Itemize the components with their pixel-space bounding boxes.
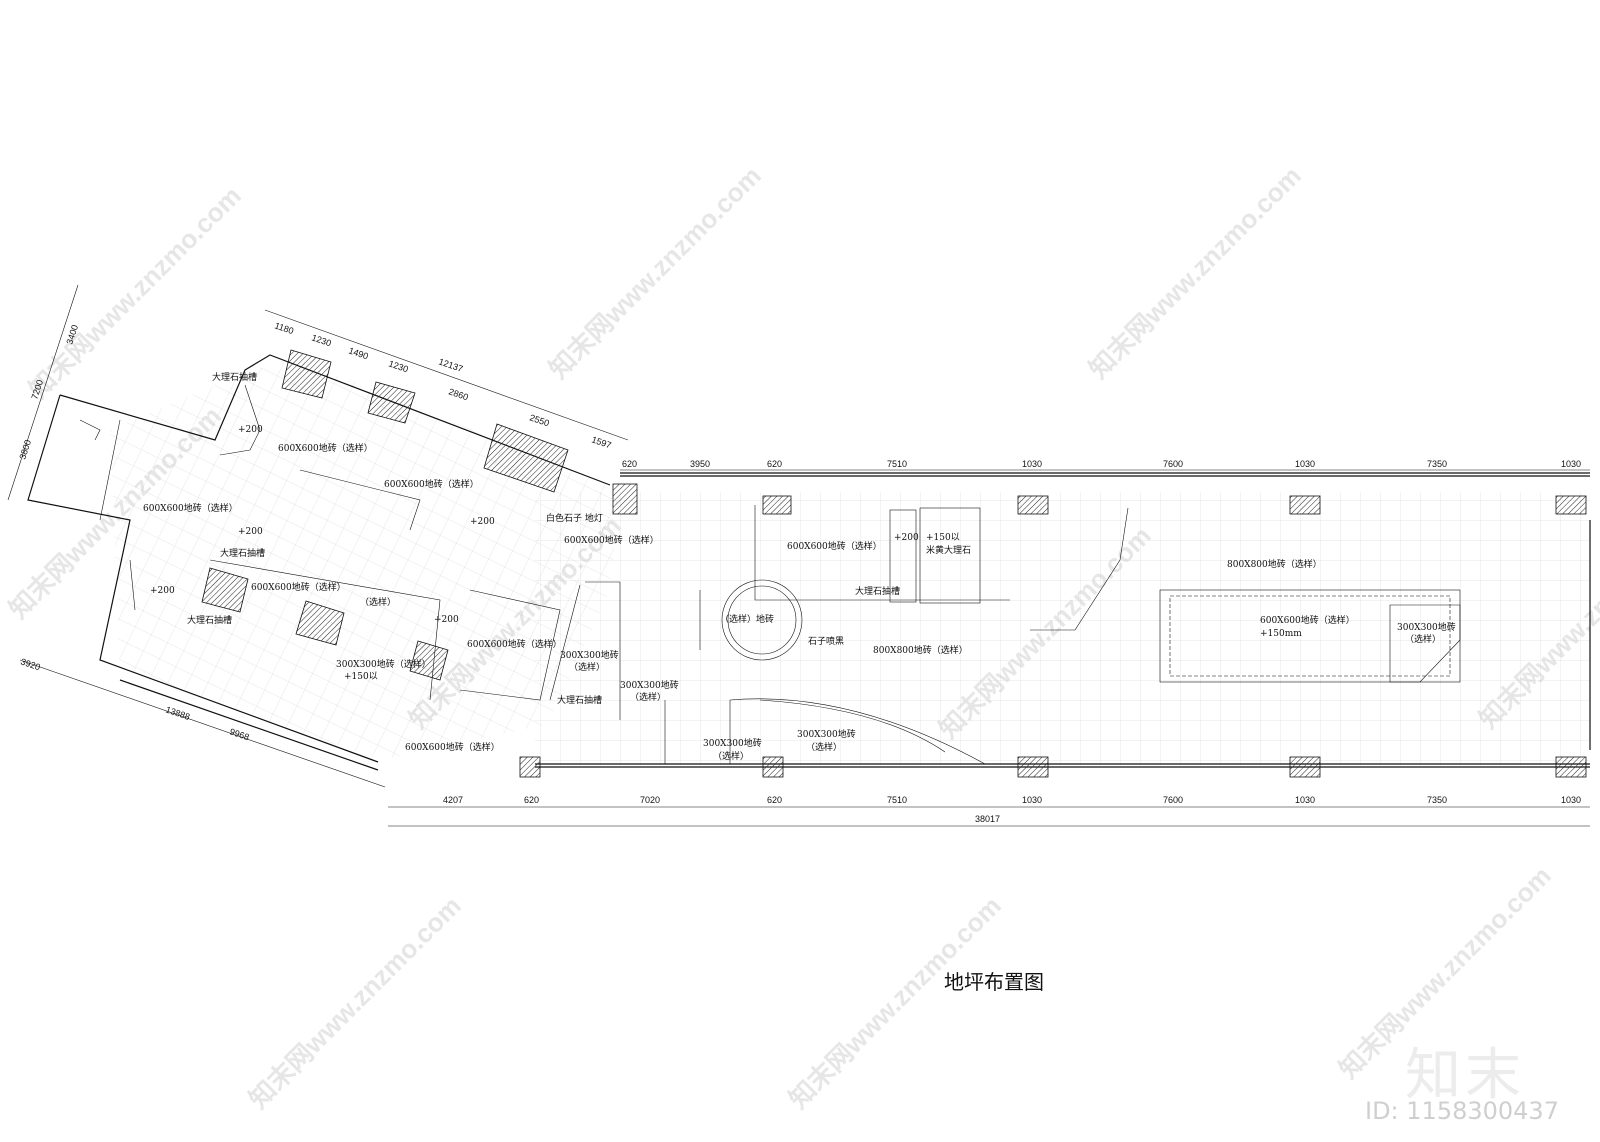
dim-diag-6: 2550	[528, 412, 550, 428]
dim-diag-7: 1597	[590, 434, 612, 450]
svg-text:知末网www.znzmo.com: 知末网www.znzmo.com	[1083, 160, 1307, 384]
label-plus200-a: +200	[238, 425, 263, 435]
dim-bottom-6: 7600	[1163, 795, 1183, 805]
label-tile600-a: 600X600地砖（选样）	[278, 442, 373, 454]
label-plus200-c: +200	[238, 527, 263, 537]
dim-bottom-2: 7020	[640, 795, 660, 805]
dim-top-6: 1030	[1295, 459, 1315, 469]
label-tile300-c: 300X300地砖	[620, 679, 679, 691]
label-tile600-g: 600X600地砖（选样）	[405, 741, 500, 753]
label-marble-5: 大理石抽槽	[855, 585, 900, 597]
label-plus200-b: +200	[470, 517, 495, 527]
dim-bottom-1: 620	[524, 795, 539, 805]
dim-top-5: 7600	[1163, 459, 1183, 469]
dimension-lines	[7, 284, 1590, 827]
dim-top-0: 620	[622, 459, 637, 469]
label-tile300-a: 300X300地砖（选样）	[336, 658, 431, 670]
label-tile600-h: 600X600地砖（选样）	[787, 540, 882, 552]
svg-text:知末网www.znzmo.com: 知末网www.znzmo.com	[543, 160, 767, 384]
label-tile600-c: 600X600地砖（选样）	[143, 502, 238, 514]
wing-columns	[201, 349, 569, 681]
dim-top-8: 1030	[1561, 459, 1581, 469]
watermark-logo: 知末	[1405, 1043, 1525, 1108]
label-tile300-e: 300X300地砖	[703, 737, 762, 749]
label-plus150-b: +150以	[926, 533, 960, 543]
label-tile300-b: 300X300地砖	[560, 649, 619, 661]
dim-diag-bottom-1: 13888	[164, 704, 191, 722]
label-sel3: （选样）	[630, 691, 666, 703]
label-marble-3: 大理石抽槽	[187, 614, 232, 626]
dim-diag-1: 1230	[310, 332, 332, 348]
dim-total: 38017	[975, 814, 1000, 824]
label-tile600-b: 600X600地砖（选样）	[384, 478, 479, 490]
label-stone-light: 白色石子 地灯	[546, 512, 603, 524]
label-plus200-e: +200	[434, 615, 459, 625]
dim-diag-bottom-0: 3920	[19, 656, 41, 672]
dim-diag-0: 1180	[273, 320, 295, 336]
dim-bottom-9: 1030	[1561, 795, 1581, 805]
label-marble-4: 大理石抽槽	[557, 694, 602, 706]
dim-top-2: 620	[767, 459, 782, 469]
dim-bottom-0: 4207	[443, 795, 463, 805]
label-sel: （选样）	[360, 596, 396, 608]
label-plus150mm: +150mm	[1260, 629, 1302, 639]
label-sel2: （选样）	[569, 661, 605, 673]
label-stone-spray: 石子喷黑	[808, 636, 844, 647]
dim-bottom-4: 7510	[887, 795, 907, 805]
svg-text:知末网www.znzmo.com: 知末网www.znzmo.com	[243, 890, 467, 1114]
dim-diag-bottom-2: 9968	[228, 726, 250, 742]
svg-text:知末网www.znzmo.com: 知末网www.znzmo.com	[783, 890, 1007, 1114]
label-tile300-f: 300X300地砖	[797, 728, 856, 740]
dim-diag-4: 12137	[437, 356, 464, 374]
label-tile800-a: 800X800地砖（选样）	[1227, 558, 1322, 570]
dim-diag-5: 2860	[447, 386, 469, 402]
label-beige: 米黄大理石	[926, 544, 971, 556]
watermark-id: ID: 1158300437	[1365, 1097, 1559, 1125]
label-round: （选样）地砖	[720, 613, 774, 625]
label-tile600-d: 600X600地砖（选样）	[564, 534, 659, 546]
dim-top-7: 7350	[1427, 459, 1447, 469]
label-plus150-a: +150以	[344, 672, 378, 682]
dim-bottom-3: 620	[767, 795, 782, 805]
dim-top-4: 1030	[1022, 459, 1042, 469]
drawing-title: 地坪布置图	[944, 970, 1044, 994]
dim-left-2: 3800	[17, 438, 33, 460]
dim-top-1: 3950	[690, 459, 710, 469]
label-marble-2: 大理石抽槽	[220, 547, 265, 559]
label-tile600-i: 600X600地砖（选样）	[1260, 614, 1355, 626]
label-sel6: （选样）	[806, 741, 842, 753]
label-tile600-f: 600X600地砖（选样）	[467, 638, 562, 650]
label-plus200-d: +200	[150, 586, 175, 596]
label-marble-1: 大理石抽槽	[212, 371, 257, 383]
main-hall	[535, 472, 1591, 768]
dim-top-3: 7510	[887, 459, 907, 469]
dim-bottom-5: 1030	[1022, 795, 1042, 805]
room-labels: 大理石抽槽 +200 600X600地砖（选样） 600X600地砖（选样） +…	[143, 371, 1456, 762]
dim-bottom-8: 7350	[1427, 795, 1447, 805]
dim-bottom-7: 1030	[1295, 795, 1315, 805]
label-tile600-e: 600X600地砖（选样）	[251, 581, 346, 593]
label-tile300-d: 300X300地砖	[1397, 621, 1456, 633]
label-sel4: （选样）	[1405, 633, 1441, 645]
label-tile800-b: 800X800地砖（选样）	[873, 644, 968, 656]
label-sel5: （选样）	[713, 750, 749, 762]
svg-text:知末网www.znzmo.com: 知末网www.znzmo.com	[23, 180, 247, 404]
dim-diag-2: 1490	[347, 345, 369, 361]
label-plus200-g: +200	[894, 533, 919, 543]
